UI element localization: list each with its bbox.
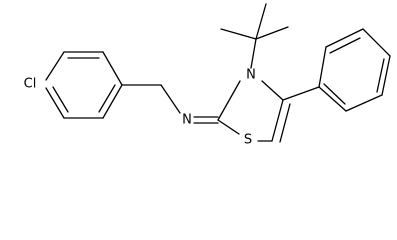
bond — [381, 55, 391, 96]
molecule-structure: Cl N N S — [24, 3, 391, 148]
bond — [220, 28, 257, 40]
sulfur-atom-label: S — [244, 133, 252, 148]
imine-nitrogen-atom-label: N — [182, 113, 192, 128]
bond — [318, 46, 327, 88]
bond — [255, 3, 267, 40]
bond — [282, 86, 320, 101]
bond — [217, 80, 241, 121]
chlorine-atom-label: Cl — [24, 77, 37, 92]
bond — [329, 37, 361, 54]
bond — [318, 86, 347, 112]
bond — [255, 26, 289, 40]
bond — [98, 84, 116, 113]
bond — [376, 58, 385, 93]
bond — [45, 51, 65, 81]
bond — [323, 83, 346, 105]
bonds — [45, 3, 391, 143]
bond — [362, 28, 391, 57]
bond — [102, 51, 123, 86]
structure-canvas: Cl N N S — [24, 3, 391, 148]
bond — [345, 94, 383, 112]
bond — [325, 28, 364, 48]
bond — [160, 84, 181, 114]
atom-labels: Cl N N S — [24, 68, 256, 148]
bond — [250, 38, 257, 69]
bond — [279, 103, 291, 143]
bond — [261, 80, 284, 101]
bond — [271, 99, 284, 142]
bond — [217, 119, 240, 135]
bond — [45, 87, 65, 119]
bond — [102, 84, 123, 119]
ring-nitrogen-atom-label: N — [246, 68, 256, 83]
bond — [52, 86, 69, 113]
